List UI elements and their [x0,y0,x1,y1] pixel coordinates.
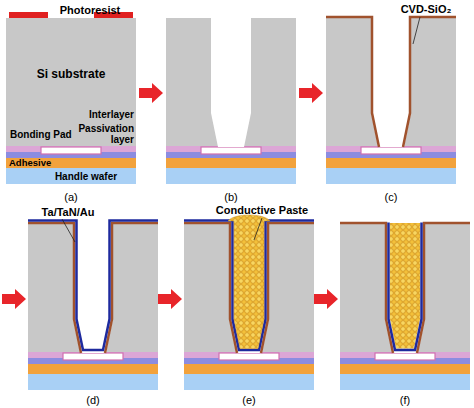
via-hole [211,18,251,148]
process-step-panel [28,221,158,391]
process-step-panel [340,223,470,391]
process-step-panel [6,12,136,184]
layer-label: Handle wafer [55,171,117,182]
leader-line [413,17,420,44]
step-label: (f) [400,394,410,406]
oxide-liner [105,223,158,353]
step-arrow [158,289,182,309]
adhesive-layer [326,158,456,168]
layer-label: Adhesive [9,158,51,168]
adhesive-layer [166,158,296,168]
layer-label: Ta/TaN/Au [42,206,95,218]
adhesive-layer [184,364,314,374]
layer-label: Photoresist [60,4,121,16]
layer-label: Passivation layer [72,123,134,145]
handle-wafer-layer [184,374,314,390]
handle-wafer-layer [166,168,296,184]
adhesive-layer [28,364,158,374]
bonding-pad [219,353,279,360]
layer-label: Conductive Paste [216,204,308,216]
bonding-pad [201,147,261,154]
process-step-panel [184,215,314,390]
leader-line [254,218,262,240]
conductive-paste [228,215,270,349]
si-substrate [326,18,456,146]
step-label: (b) [224,191,237,203]
bonding-pad [361,147,421,154]
oxide-liner [184,223,237,353]
si-substrate [340,224,470,352]
adhesive-layer [340,364,470,374]
leader-line [62,219,75,242]
step-label: (d) [86,394,99,406]
via-hole [385,224,425,354]
photoresist-block [9,12,48,18]
si-substrate [6,18,136,146]
step-label: (e) [242,394,255,406]
si-substrate [166,18,296,146]
oxide-liner [403,17,456,147]
step-label: (c) [385,191,398,203]
oxide-liner [340,223,393,353]
si-substrate [28,224,158,352]
bonding-pad [63,353,123,360]
step-label: (a) [64,191,77,203]
step-arrow [314,289,338,309]
layer-label: Bonding Pad [10,129,72,140]
oxide-liner [417,223,470,353]
oxide-liner [326,17,379,147]
layer-label: Interlayer [89,109,134,120]
handle-wafer-layer [6,168,136,184]
oxide-liner [261,223,314,353]
conductive-paste [390,223,420,349]
oxide-liner [28,223,81,353]
handle-wafer-layer [340,374,470,390]
layer-label: Si substrate [37,68,106,81]
handle-wafer-layer [28,374,158,390]
barrier-seed-layer [28,221,158,351]
handle-wafer-layer [326,168,456,184]
layer-label: CVD-SiO₂ [401,3,452,15]
adhesive-layer [6,158,136,168]
step-arrow [2,289,26,309]
bonding-pad [41,147,101,154]
barrier-seed-layer [389,223,422,351]
step-arrow [139,83,163,103]
process-step-panel [166,18,296,185]
process-step-panel [326,17,456,184]
step-arrow [299,83,323,103]
via-hole [371,18,411,148]
bonding-pad [375,353,435,360]
